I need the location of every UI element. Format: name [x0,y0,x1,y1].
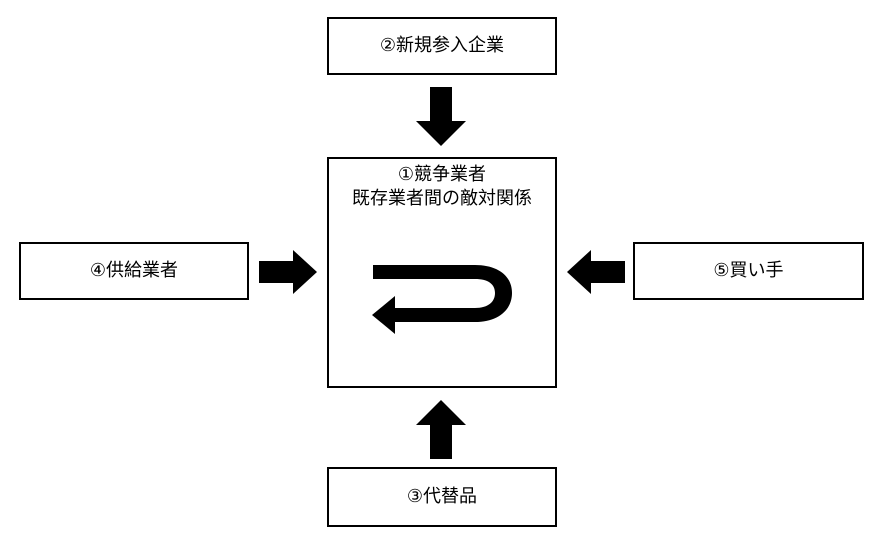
arrow-up-icon [416,400,466,459]
buyers-box: ⑤買い手 [633,242,864,300]
buyers-label: ⑤買い手 [713,259,784,281]
competitors-title: ①競争業者 [397,164,487,185]
arrow-left-icon [567,250,625,294]
rivalry-cycle-arrow-icon [372,265,512,334]
arrow-right-icon [259,250,317,294]
new-entrants-label: ②新規参入企業 [379,34,505,56]
suppliers-label: ④供給業者 [89,259,179,281]
competitors-box: ①競争業者 既存業者間の敵対関係 [327,157,557,388]
substitutes-box: ③代替品 [327,467,557,527]
substitutes-label: ③代替品 [406,485,478,507]
suppliers-box: ④供給業者 [19,242,249,300]
new-entrants-box: ②新規参入企業 [327,17,557,75]
rivalry-label: 既存業者間の敵対関係 [352,188,532,210]
arrow-down-icon [416,87,466,146]
